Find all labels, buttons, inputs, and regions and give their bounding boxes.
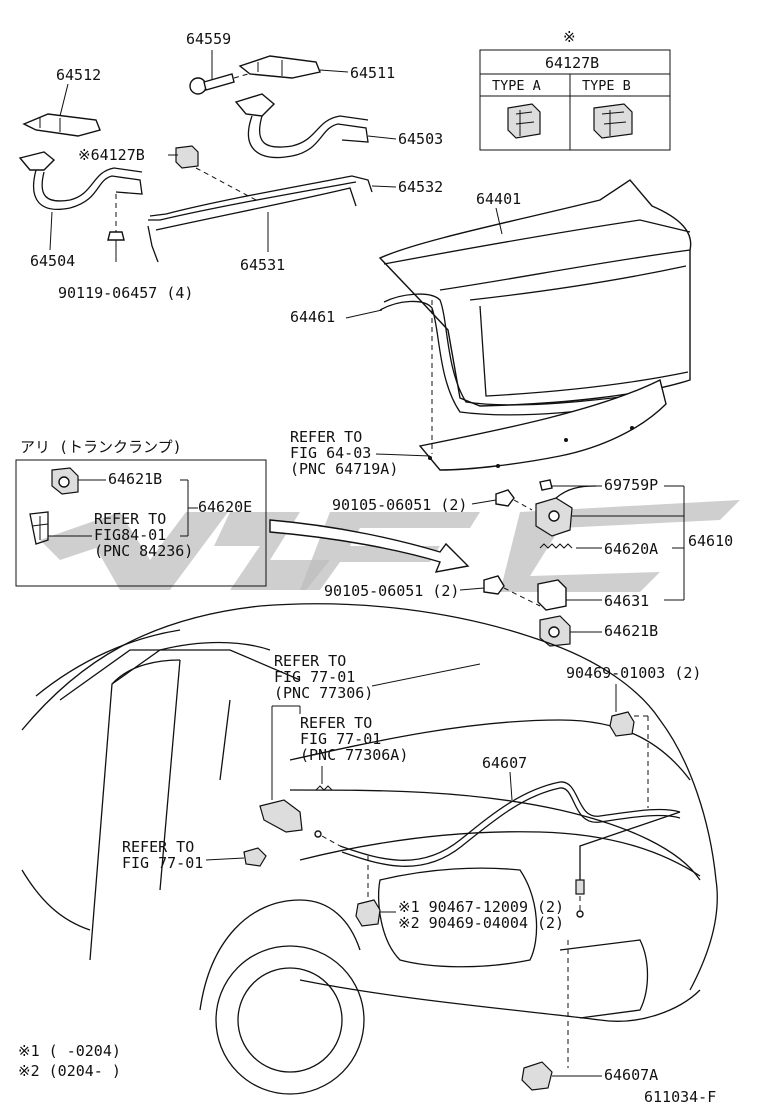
refer-64-03-line1: REFER TO — [290, 428, 362, 446]
refer-77-01-a-line3: (PNC 77306) — [274, 684, 373, 702]
handle-64607a — [521, 1061, 553, 1091]
trunk-lid-64401 — [378, 179, 692, 407]
hinge-arm-64503 — [234, 93, 369, 159]
torsion-bar-64532 — [148, 175, 373, 221]
refer-fig-77-01-c: REFER TO FIG 77-01 — [122, 838, 203, 872]
footnote-2: ※2 (0204- ) — [18, 1062, 121, 1080]
label-64620a: 64620A — [604, 540, 658, 558]
label-note-2-part: ※2 90469-04004 (2) — [398, 914, 564, 932]
release-cable-64607 — [314, 781, 681, 918]
type-b-clip-icon — [593, 103, 633, 139]
label-64401: 64401 — [476, 190, 521, 208]
lock-assembly-64610 — [535, 479, 597, 537]
label-90469-01003: 90469-01003 (2) — [566, 664, 701, 682]
trunk-liner — [418, 378, 667, 471]
spring-64620a — [539, 543, 573, 549]
type-table-header: 64127B — [545, 54, 599, 72]
label-64504: 64504 — [30, 252, 75, 270]
type-table-marker: ※ — [563, 28, 576, 46]
refer-77-01-c-line1: REFER TO — [122, 838, 194, 856]
trunk-lamp-inset: アリ (トランクランプ) 64621B 64620E REFER TO FIG8… — [15, 438, 267, 587]
refer-77-01-c-line2: FIG 77-01 — [122, 854, 203, 872]
bolt-64559 — [189, 73, 235, 95]
refer-fig-77-01-a: REFER TO FIG 77-01 (PNC 77306) — [274, 652, 373, 702]
label-64503: 64503 — [398, 130, 443, 148]
type-table: ※ 64127B TYPE A TYPE B — [479, 28, 671, 151]
refer-77-01-a-line2: FIG 77-01 — [274, 668, 355, 686]
label-64631: 64631 — [604, 592, 649, 610]
bracket-64621b — [539, 615, 571, 647]
refer-77-01-b-line3: (PNC 77306A) — [300, 746, 408, 764]
bolt-90119 — [107, 194, 125, 262]
inset-arrow — [269, 519, 470, 573]
label-64607a: 64607A — [604, 1066, 658, 1084]
refer-77-01-b-line2: FIG 77-01 — [300, 730, 381, 748]
hinge-arm-64504 — [18, 151, 143, 210]
label-64461: 64461 — [290, 308, 335, 326]
label-64532: 64532 — [398, 178, 443, 196]
hinge-bracket-64512 — [22, 113, 101, 137]
label-90119-06457: 90119-06457 (4) — [58, 284, 193, 302]
refer-fig-64-03: REFER TO FIG 64-03 (PNC 64719A) — [290, 428, 398, 478]
label-64511: 64511 — [350, 64, 395, 82]
refer-77-01-a-line1: REFER TO — [274, 652, 346, 670]
refer-fig-77-01-b: REFER TO FIG 77-01 (PNC 77306A) — [300, 714, 408, 764]
label-64559: 64559 — [186, 30, 231, 48]
refer-77-01-b-line1: REFER TO — [300, 714, 372, 732]
refer-84-01-line1: REFER TO — [94, 510, 166, 528]
type-a-clip-icon — [507, 103, 541, 139]
release-lever — [259, 799, 303, 833]
label-90105-06051-a: 90105-06051 (2) — [332, 496, 467, 514]
label-note-1-part: ※1 90467-12009 (2) — [398, 898, 564, 916]
car-body — [21, 603, 718, 1095]
inset-title: アリ (トランクランプ) — [20, 438, 182, 456]
bolt-90105-lower — [483, 575, 541, 607]
figure-id: 611034-F — [644, 1088, 716, 1106]
clip-90467-90469 — [355, 856, 381, 927]
refer-64-03-line3: (PNC 64719A) — [290, 460, 398, 478]
hinge-bracket-64511 — [238, 55, 321, 79]
type-a-label: TYPE A — [492, 78, 541, 94]
label-64610: 64610 — [688, 532, 733, 550]
clip-90469-01003 — [609, 711, 649, 808]
label-64621b-inset: 64621B — [108, 470, 162, 488]
label-69759p: 69759P — [604, 476, 658, 494]
label-64531: 64531 — [240, 256, 285, 274]
label-64127b-ref: ※64127B — [78, 146, 145, 164]
label-64621b: 64621B — [604, 622, 658, 640]
footnote-1: ※1 ( -0204) — [18, 1042, 121, 1060]
refer-84-01-line2: FIG84-01 — [94, 526, 166, 544]
refer-64-03-line2: FIG 64-03 — [290, 444, 371, 462]
striker-64631 — [537, 579, 567, 611]
label-90105-06051-b: 90105-06051 (2) — [324, 582, 459, 600]
refer-84-01-line3: (PNC 84236) — [94, 542, 193, 560]
type-b-label: TYPE B — [582, 78, 631, 94]
torsion-bar-64531 — [147, 187, 357, 263]
label-64620e: 64620E — [198, 498, 252, 516]
clip-64127b — [175, 145, 199, 169]
label-64607: 64607 — [482, 754, 527, 772]
label-64512: 64512 — [56, 66, 101, 84]
bolt-90105-upper — [495, 489, 533, 511]
